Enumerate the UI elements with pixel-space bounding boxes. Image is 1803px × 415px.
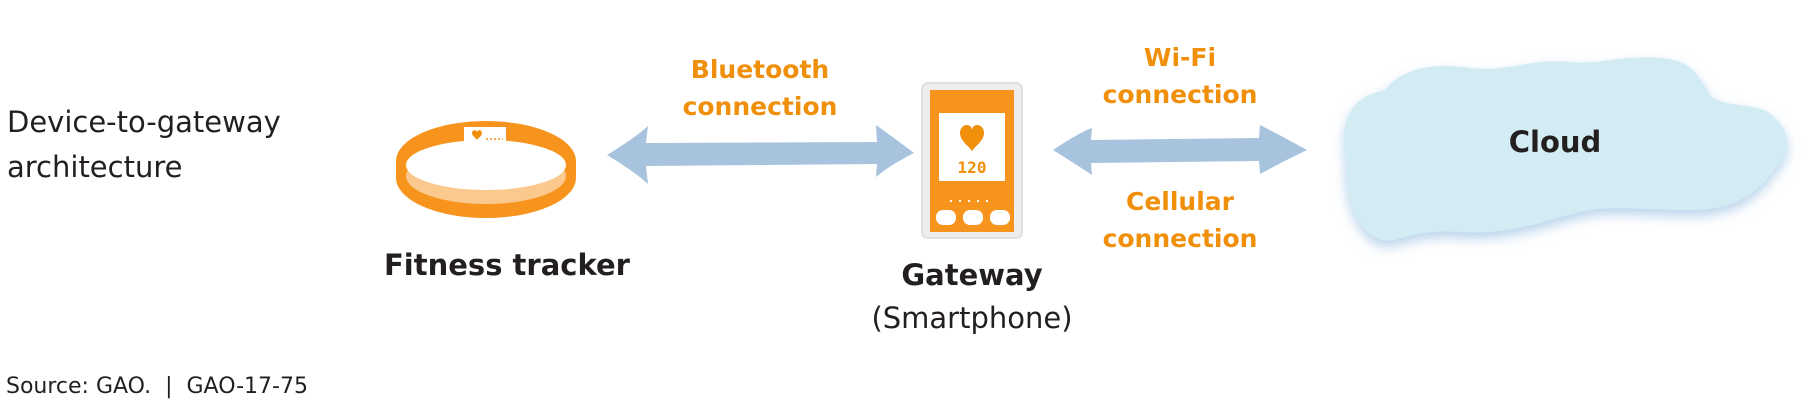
cellular-connection-label: Cellular connection [1080,183,1280,257]
phone-button [990,210,1010,225]
connection-label-line: Wi-Fi [1143,43,1217,72]
heart-rate-value: 120 [958,158,987,177]
connection-label-line: connection [1102,224,1258,253]
fitness-band-icon [396,121,576,218]
phone-button [936,210,956,225]
connection-label-line: Cellular [1125,187,1234,216]
bluetooth-connection-label: Bluetooth connection [660,51,860,125]
wifi-connection-label: Wi-Fi connection [1080,39,1280,113]
connection-label-line: connection [1102,80,1258,109]
band-display [464,127,506,143]
heart-icon [472,130,482,140]
source-note: Source: GAO. | GAO-17-75 [6,374,308,399]
heart-icon [960,124,984,152]
fitness-tracker-label: Fitness tracker [384,248,630,282]
architecture-title-line: architecture [7,150,183,184]
wifi-cellular-double-arrow [1053,125,1307,175]
architecture-title: Device-to-gateway architecture [7,100,281,190]
gateway-sublabel: (Smartphone) [871,301,1073,335]
cloud-label: Cloud [1508,125,1602,159]
architecture-title-line: Device-to-gateway [7,105,281,139]
phone-button [963,210,983,225]
connection-label-line: Bluetooth [690,55,830,84]
connection-label-line: connection [682,92,838,121]
bluetooth-double-arrow [607,125,914,184]
gateway-label: Gateway [901,258,1043,292]
cloud-icon [1344,57,1788,241]
smartphone-icon: 120 [921,82,1023,239]
